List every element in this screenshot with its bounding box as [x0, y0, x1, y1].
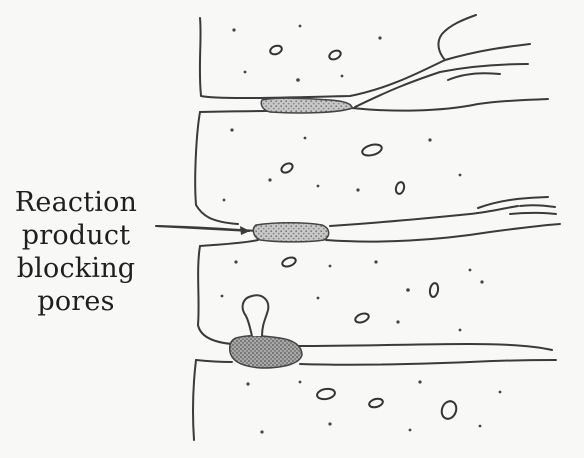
- reaction-product-deposit: [230, 336, 302, 368]
- grain-boundary: [200, 18, 530, 98]
- void: [354, 312, 370, 324]
- pore-branch: [520, 205, 555, 207]
- void: [316, 388, 335, 401]
- void: [281, 256, 297, 268]
- grain-boundary: [200, 99, 548, 112]
- grain-boundary: [200, 240, 258, 246]
- void: [395, 181, 406, 195]
- pore-branch: [448, 73, 500, 80]
- grain-boundary: [326, 224, 560, 242]
- grain-boundary: [330, 206, 518, 226]
- reaction-product-deposit: [253, 223, 328, 242]
- grain-boundary: [196, 360, 232, 362]
- grain-boundary: [193, 360, 196, 440]
- void: [439, 399, 458, 421]
- void: [368, 397, 384, 408]
- grain-boundary: [300, 360, 556, 365]
- pore-branch: [510, 213, 556, 214]
- void: [269, 44, 283, 56]
- void: [361, 143, 383, 158]
- void: [280, 162, 294, 175]
- reaction-product-nodule: [243, 295, 269, 336]
- grain-boundary: [298, 344, 552, 350]
- grain-boundary: [198, 246, 232, 344]
- reaction-product-deposit: [261, 98, 352, 113]
- void: [429, 282, 439, 297]
- void: [328, 49, 342, 61]
